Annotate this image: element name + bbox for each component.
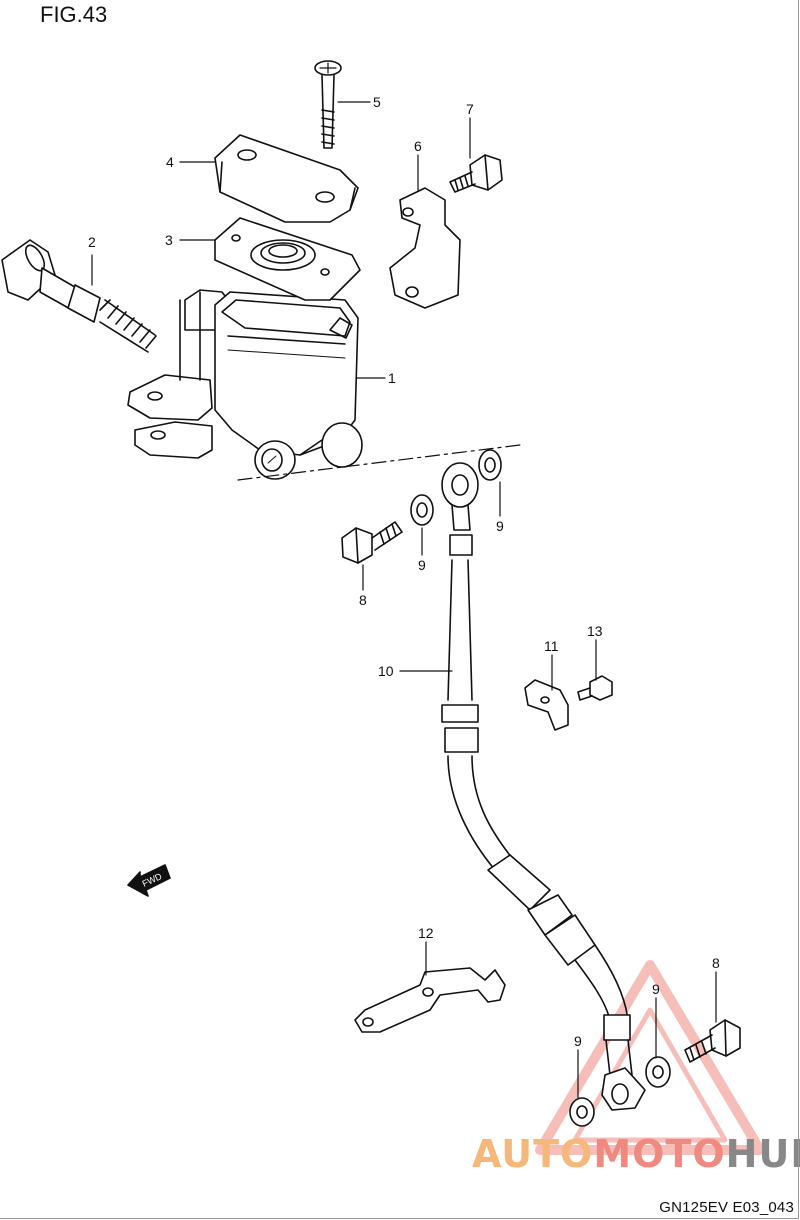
piston-assembly: [1, 239, 157, 353]
callout-8-lower: 8: [712, 955, 720, 971]
callout-11: 11: [544, 638, 559, 654]
washer-upper-a: [410, 494, 434, 526]
center-line: [237, 444, 521, 481]
washer-lower-b: [645, 1056, 671, 1088]
holder-bolt: [449, 154, 503, 193]
callout-10: 10: [378, 663, 394, 679]
master-cylinder-body: [127, 289, 363, 480]
callout-6: 6: [414, 138, 422, 154]
hose-bracket: [354, 967, 506, 1033]
figure-title: FIG.43: [40, 2, 108, 27]
brake-hose: [441, 462, 646, 1111]
callout-8-upper: 8: [359, 592, 367, 608]
watermark-part-moto: MOTO: [593, 1132, 726, 1176]
callout-1: 1: [388, 370, 396, 386]
callout-9-a: 9: [418, 557, 426, 573]
callout-7: 7: [466, 101, 474, 117]
watermark-part-hub: HUB: [725, 1132, 800, 1176]
figure-code: GN125EV E03_043: [659, 1199, 794, 1216]
callout-9-b: 9: [496, 518, 504, 534]
clamp-bolt: [577, 675, 613, 701]
union-bolt-lower: [684, 1019, 741, 1063]
diaphragm-plate: [214, 217, 361, 301]
forward-arrow-icon: FWD: [127, 864, 171, 897]
callout-labels: 1 2 3 4 5 6 7 8 8 9 9 9 9 10 11 12 13: [88, 94, 720, 1049]
watermark-part-auto: AUTO: [472, 1132, 594, 1176]
callout-9-d: 9: [652, 981, 660, 997]
callout-12: 12: [418, 925, 434, 941]
callout-13: 13: [587, 623, 603, 639]
callout-9-c: 9: [574, 1033, 582, 1049]
washer-lower-a: [569, 1097, 595, 1127]
watermark-logo: AUTOMOTOHUB: [472, 1132, 800, 1176]
union-bolt-upper: [341, 521, 403, 564]
callout-4: 4: [166, 154, 174, 170]
callout-3: 3: [165, 232, 173, 248]
leader-lines: [91, 101, 717, 1099]
washer-upper-b: [478, 449, 502, 481]
reservoir-cap: [214, 134, 359, 223]
hose-clamp: [524, 679, 569, 731]
handlebar-holder: [389, 187, 461, 309]
callout-2: 2: [88, 234, 96, 250]
cap-screw: [314, 60, 342, 149]
callout-5: 5: [373, 94, 381, 110]
